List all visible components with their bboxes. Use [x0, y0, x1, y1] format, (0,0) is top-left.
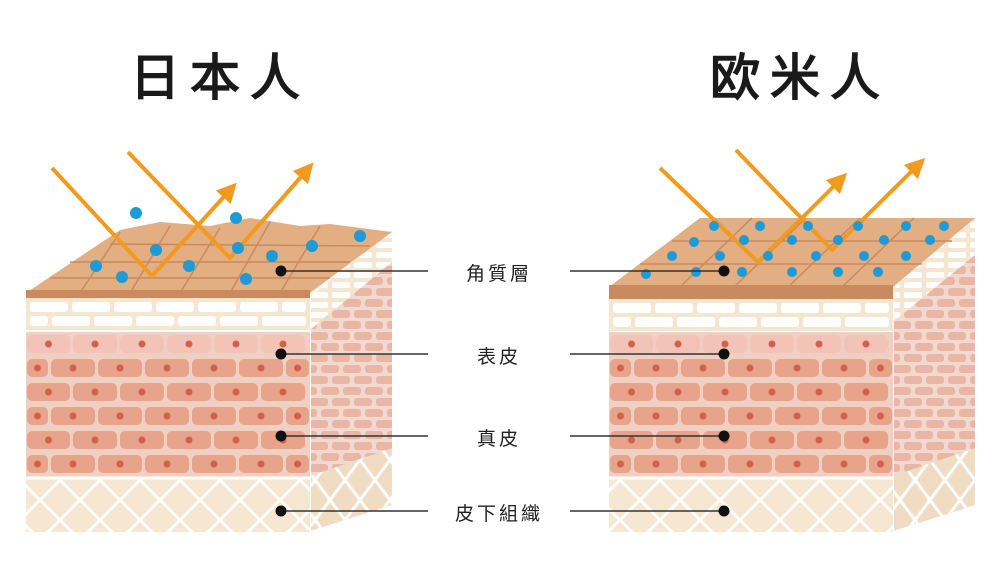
- cell-nucleus: [768, 388, 776, 396]
- cell-nucleus: [232, 340, 240, 348]
- leader-dots: [275, 265, 730, 517]
- cell-nucleus: [185, 340, 193, 348]
- cell-nucleus: [617, 364, 624, 372]
- stratum-corneum-edge: [609, 285, 893, 299]
- cell-nucleus: [257, 460, 265, 468]
- cell-nucleus: [91, 340, 99, 348]
- cell-nucleus: [746, 412, 754, 420]
- cell-nucleus: [768, 340, 776, 348]
- cell-nucleus: [210, 460, 218, 468]
- cell-nucleus: [652, 412, 660, 420]
- label-dermis: 真皮: [476, 428, 521, 450]
- cell-nucleus: [34, 412, 41, 420]
- cell-nucleus: [793, 460, 801, 468]
- light-reflection-arrows: [658, 148, 926, 264]
- cell-nucleus: [862, 388, 870, 396]
- cell-nucleus: [840, 364, 848, 372]
- dermis-cells: [610, 335, 892, 473]
- cell-nucleus: [69, 412, 77, 420]
- cell-nucleus: [138, 340, 146, 348]
- leader-lines: [281, 270, 724, 512]
- cell-nucleus: [210, 412, 218, 420]
- cell-nucleus: [699, 460, 707, 468]
- cell-nucleus: [721, 340, 729, 348]
- cell-nucleus: [116, 412, 124, 420]
- cell-nucleus: [163, 364, 171, 372]
- cell-nucleus: [652, 460, 660, 468]
- stratum-corneum-edge: [26, 290, 310, 298]
- subcutaneous-layer: [26, 478, 310, 532]
- cell-nucleus: [699, 412, 707, 420]
- cell-nucleus: [138, 436, 146, 444]
- cell-nucleus: [617, 412, 624, 420]
- cell-nucleus: [294, 412, 301, 420]
- cell-nucleus: [815, 436, 823, 444]
- cell-nucleus: [815, 340, 823, 348]
- cell-nucleus: [862, 436, 870, 444]
- cell-nucleus: [45, 340, 52, 348]
- cell-nucleus: [91, 436, 99, 444]
- cell-nucleus: [652, 364, 660, 372]
- cell-nucleus: [746, 460, 754, 468]
- subcutaneous-layer: [609, 478, 893, 532]
- cell-nucleus: [279, 388, 287, 396]
- cell-nucleus: [862, 340, 870, 348]
- cell-nucleus: [163, 412, 171, 420]
- cell-nucleus: [232, 436, 240, 444]
- cell-nucleus: [721, 388, 729, 396]
- cell-nucleus: [116, 364, 124, 372]
- cell-nucleus: [294, 364, 301, 372]
- cell-nucleus: [674, 340, 682, 348]
- cell-nucleus: [699, 364, 707, 372]
- cell-nucleus: [279, 340, 287, 348]
- cell-nucleus: [294, 460, 301, 468]
- light-reflection-arrows: [50, 150, 314, 278]
- moisture-dots: [641, 221, 949, 279]
- cell-nucleus: [69, 364, 77, 372]
- moisture-dots: [90, 207, 366, 285]
- cell-nucleus: [34, 460, 41, 468]
- cell-nucleus: [628, 388, 635, 396]
- cell-nucleus: [877, 460, 884, 468]
- dermis-cells: [27, 335, 309, 473]
- cell-nucleus: [91, 388, 99, 396]
- label-stratum-corneum: 角質層: [465, 263, 532, 285]
- cell-nucleus: [768, 436, 776, 444]
- cell-nucleus: [840, 412, 848, 420]
- label-epidermis: 表皮: [476, 346, 521, 368]
- cell-nucleus: [163, 460, 171, 468]
- cell-nucleus: [793, 412, 801, 420]
- cell-nucleus: [877, 412, 884, 420]
- cell-nucleus: [674, 436, 682, 444]
- cell-nucleus: [877, 364, 884, 372]
- cell-nucleus: [34, 364, 41, 372]
- cell-nucleus: [232, 388, 240, 396]
- cell-nucleus: [628, 340, 635, 348]
- block-japanese: [26, 150, 392, 532]
- title-japanese: 日本人: [130, 49, 310, 107]
- cell-nucleus: [617, 460, 624, 468]
- cell-nucleus: [69, 460, 77, 468]
- cell-nucleus: [116, 460, 124, 468]
- cell-nucleus: [815, 388, 823, 396]
- cell-nucleus: [628, 436, 635, 444]
- cell-nucleus: [45, 388, 52, 396]
- cell-nucleus: [185, 436, 193, 444]
- cell-nucleus: [257, 364, 265, 372]
- cell-nucleus: [840, 460, 848, 468]
- cell-nucleus: [138, 388, 146, 396]
- cell-nucleus: [185, 388, 193, 396]
- cell-nucleus: [793, 364, 801, 372]
- cell-nucleus: [210, 364, 218, 372]
- label-subcutaneous: 皮下組織: [454, 503, 543, 525]
- cell-nucleus: [45, 436, 52, 444]
- cell-nucleus: [257, 412, 265, 420]
- block-western: [609, 148, 975, 532]
- cell-nucleus: [674, 388, 682, 396]
- cell-nucleus: [746, 364, 754, 372]
- title-western: 欧米人: [710, 49, 890, 107]
